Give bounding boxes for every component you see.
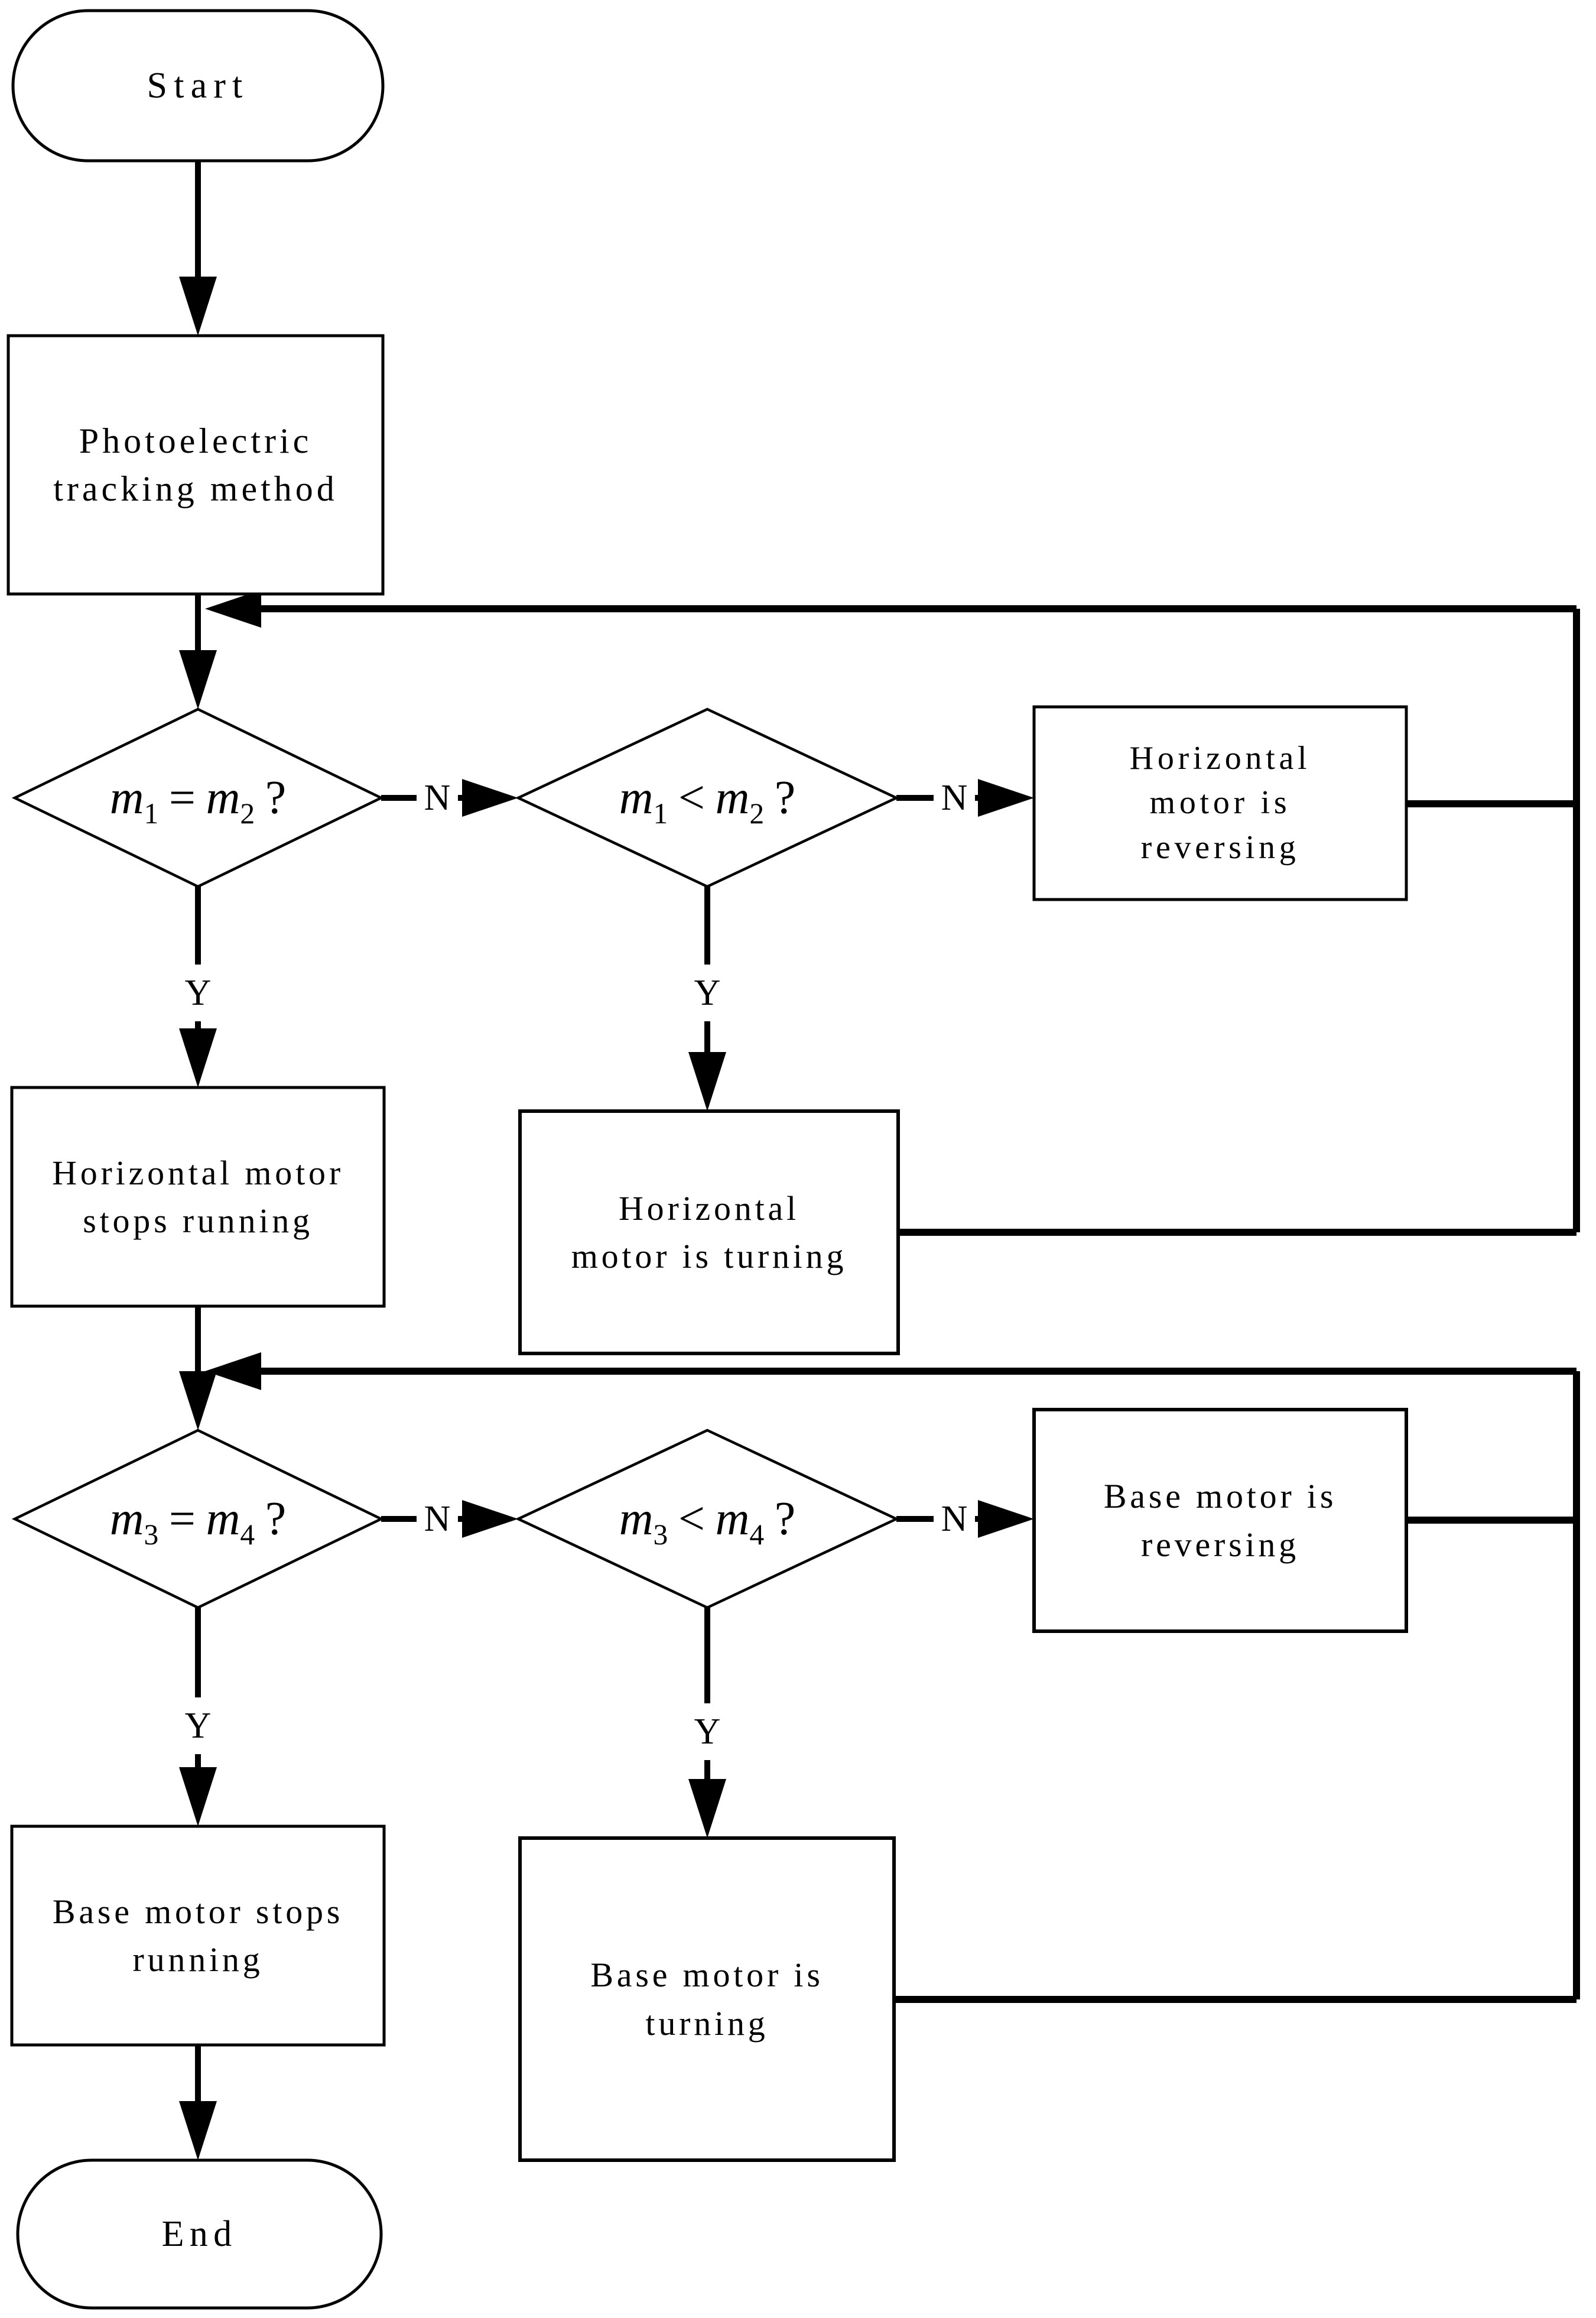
edge-label-yes-d2: Y [687,965,728,1021]
edge-label-yes-d4: Y [687,1703,728,1760]
arrowhead-into-stops2 [179,1767,217,1826]
horizontal-reversing-label: Horizontal motor is reversing [1129,739,1311,866]
arrowhead-into-horizontal-reversing [978,779,1034,817]
decision-m1-eq-m2-shape [11,707,385,888]
decision-question-mark: ? [774,1493,796,1545]
decision-operator: = [168,772,196,824]
decision-subscript: 3 [144,1518,159,1551]
decision-var: m [206,772,240,824]
arrowhead-into-base-reversing [978,1500,1034,1538]
decision-subscript: 4 [240,1518,255,1551]
arrowhead-into-end [179,2101,217,2160]
decision-subscript: 2 [749,797,765,830]
edges [195,160,1580,2107]
tracking-process-shape [6,334,385,596]
decision-subscript: 3 [653,1518,668,1551]
decision-m1-lt-m2-label: m1<m2? [518,709,896,887]
edge-label-yes-d1: Y [177,965,219,1021]
base-reversing-label: Base motor is reversing [1103,1477,1337,1564]
tracking-process-label: Photoelectric tracking method [53,421,338,508]
decision-var: m [206,1493,240,1545]
decision-operator: < [678,772,705,824]
decision-subscript: 2 [240,797,255,830]
start-label: Start [147,65,249,106]
node-shapes [6,9,1408,2310]
decision-subscript: 1 [144,797,159,830]
decision-m3-eq-m4-label: m3=m4? [15,1430,381,1608]
end-label: End [161,2213,238,2254]
edge-label-yes-d3: Y [177,1697,219,1754]
arrowhead-into-d2 [462,779,518,817]
horizontal-turning-label: Horizontal motor is turning [571,1189,847,1275]
decision-operator: = [168,1493,196,1545]
arrowhead-into-turning2 [688,1779,726,1838]
decision-m3-lt-m4-shape [515,1429,900,1609]
edge-label-no-d3: N [417,1491,458,1547]
decision-m3-eq-m4-shape [11,1429,385,1609]
decision-var: m [619,772,654,824]
base-stops-shape [10,1824,386,2047]
horizontal-reversing-shape [1032,705,1408,901]
base-stops-label: Base motor stops running [52,1892,344,1979]
horizontal-turning-shape [518,1109,900,1355]
arrowhead-loop1-junction [205,590,261,628]
arrowhead-into-d4 [462,1500,518,1538]
decision-question-mark: ? [265,772,287,824]
decision-m1-eq-m2-label: m1=m2? [15,709,381,887]
arrowhead-into-d1 [179,650,217,709]
decision-var: m [715,772,750,824]
horizontal-stops-shape [10,1086,386,1308]
edge-label-no-d2: N [934,770,975,826]
arrowhead-into-turning1 [688,1052,726,1111]
arrowhead-loop2-junction [205,1352,261,1390]
arrowheads [179,277,1034,2160]
decision-var: m [619,1493,654,1545]
decision-m3-lt-m4-label: m3<m4? [518,1430,896,1608]
decision-m1-lt-m2-shape [515,707,900,888]
base-turning-label: Base motor is turning [590,1956,824,2043]
arrowhead-into-d3 [179,1371,217,1430]
edge-label-no-d1: N [417,770,458,826]
decision-var: m [109,772,144,824]
decision-subscript: 4 [749,1518,765,1551]
arrowhead-into-tracking [179,277,217,336]
decision-question-mark: ? [265,1493,287,1545]
arrowhead-into-stops1 [179,1028,217,1087]
horizontal-stops-label: Horizontal motor stops running [52,1153,344,1240]
edge-label-no-d4: N [934,1491,975,1547]
decision-question-mark: ? [774,772,796,824]
decision-operator: < [678,1493,705,1545]
base-turning-shape [518,1836,896,2162]
base-reversing-shape [1032,1408,1408,1633]
decision-subscript: 1 [653,797,668,830]
decision-var: m [109,1493,144,1545]
start-terminator-shape [11,9,385,163]
decision-var: m [715,1493,750,1545]
end-terminator-shape [16,2158,383,2310]
